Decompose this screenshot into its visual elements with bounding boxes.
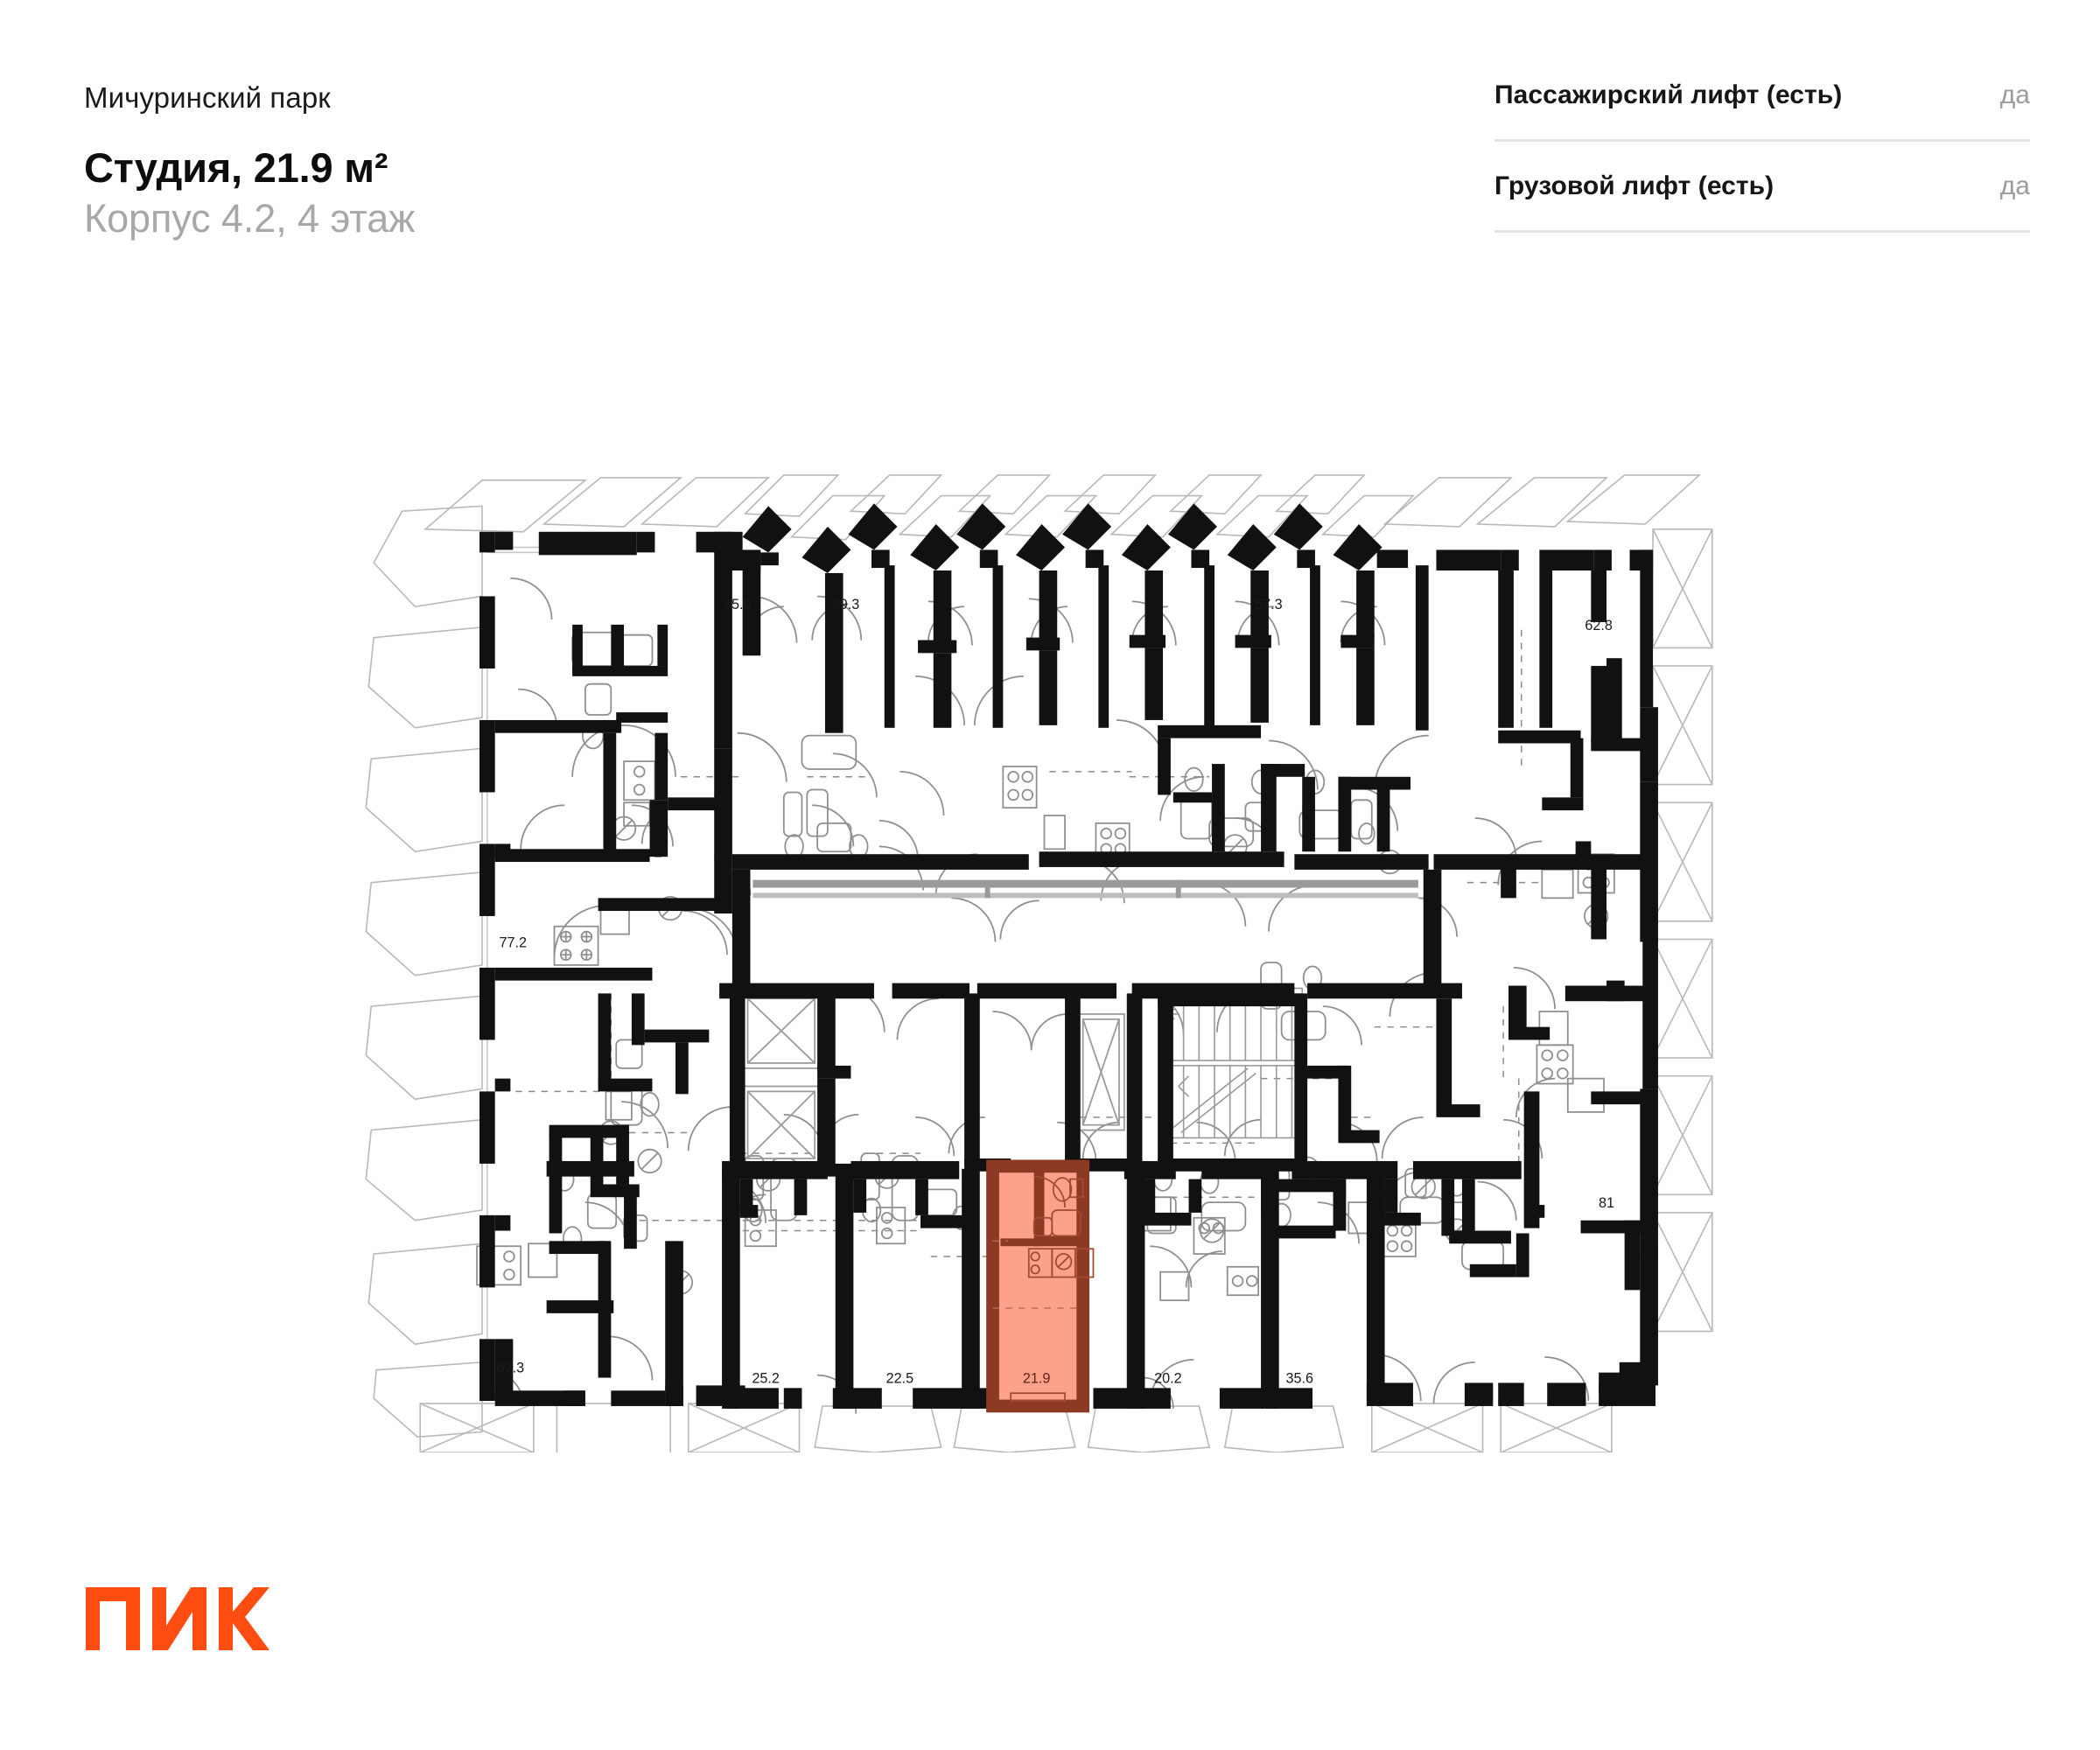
spec-label: Грузовой лифт (есть) (1494, 171, 1774, 200)
title-block: Мичуринский парк Студия, 21.9 м² Корпус … (84, 80, 415, 242)
spec-panel: Пассажирский лифт (есть) да Грузовой лиф… (1494, 51, 2030, 233)
balcony-x-bottom-right (1370, 1403, 1613, 1452)
spec-row: Грузовой лифт (есть) да (1494, 142, 2030, 233)
spec-row: Пассажирский лифт (есть) да (1494, 51, 2030, 142)
sawtooth-plinths (742, 503, 1382, 573)
unit-subtitle: Корпус 4.2, 4 этаж (84, 196, 416, 242)
spec-label: Пассажирский лифт (есть) (1494, 80, 1843, 109)
page-header: Мичуринский парк Студия, 21.9 м² Корпус … (0, 0, 2100, 289)
kitchen-hobs (476, 760, 1615, 1297)
area-label: 25.2 (752, 1370, 780, 1386)
area-label: 81 (1599, 1195, 1614, 1211)
area-label-highlight: 21.9 (1023, 1370, 1051, 1386)
balcony-x-right (1652, 528, 1713, 1333)
area-label: 62.3 (497, 1361, 525, 1376)
balcony-x-bottom (419, 1403, 801, 1452)
spec-value: да (1999, 80, 2030, 109)
pik-logo[interactable] (86, 1582, 270, 1652)
floor-plan[interactable]: 35.9 39.3 57.3 62.8 77.2 81 62.3 25.2 22… (350, 472, 1785, 1452)
area-label: 20.2 (1154, 1370, 1182, 1386)
walls-group (480, 503, 1658, 1409)
page-title: Студия, 21.9 м² (84, 144, 388, 191)
area-label: 39.3 (832, 597, 860, 612)
stairs (1167, 987, 1306, 1139)
floor-plan-svg[interactable]: 35.9 39.3 57.3 62.8 77.2 81 62.3 25.2 22… (350, 472, 1785, 1452)
pik-logo-icon (86, 1587, 270, 1650)
area-labels: 35.9 39.3 57.3 62.8 77.2 81 62.3 25.2 22… (497, 597, 1614, 1386)
area-label: 35.9 (724, 597, 752, 612)
area-label: 57.3 (1255, 597, 1283, 612)
spec-value: да (1999, 171, 2030, 200)
project-name: Мичуринский парк (84, 81, 331, 114)
area-label: 77.2 (500, 934, 528, 950)
area-label: 62.8 (1585, 618, 1613, 634)
area-label: 35.6 (1285, 1370, 1313, 1386)
area-label: 22.5 (886, 1370, 914, 1386)
highlighted-unit[interactable] (986, 1159, 1095, 1413)
